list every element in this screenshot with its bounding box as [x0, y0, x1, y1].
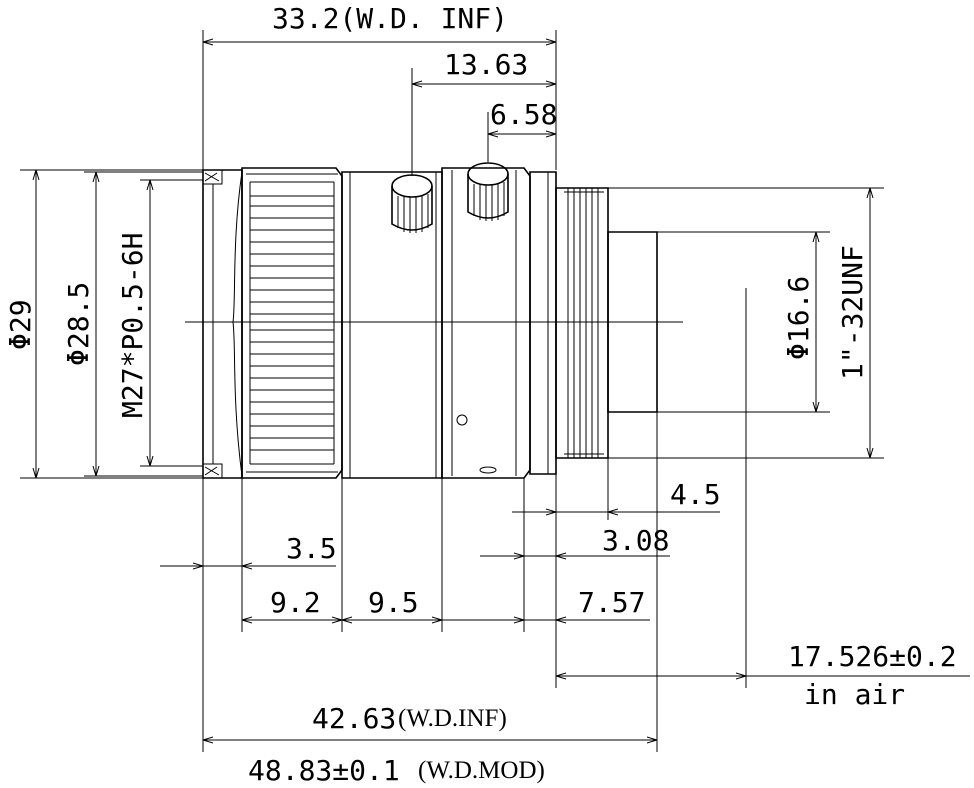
dim-wd-inf-top: 33.2(W.D. INF)	[272, 2, 508, 35]
dim-3-08: 3.08	[602, 524, 669, 557]
dim-total-mod-note: (W.D.MOD)	[418, 757, 545, 784]
dim-3-5: 3.5	[286, 532, 337, 565]
back-collar	[529, 171, 557, 475]
left-diameters	[20, 169, 203, 479]
front-mount	[202, 169, 243, 479]
dim-6-58: 6.58	[490, 98, 557, 131]
focus-ring	[241, 167, 343, 479]
bottom-dimensions	[160, 288, 970, 752]
dim-in-air: in air	[804, 678, 905, 711]
top-dimensions	[202, 30, 557, 176]
dim-4-5: 4.5	[670, 478, 721, 511]
focus-ring-grip	[246, 173, 338, 473]
c-mount-thread	[555, 187, 609, 459]
iris-lock-knob	[467, 162, 509, 221]
dim-total-mod-value: 48.83±0.1	[248, 754, 400, 787]
dim-thread-m27: M27*P0.5-6H	[116, 233, 149, 418]
dim-phi29: Φ29	[4, 299, 37, 350]
dim-phi16-6: Φ16.6	[782, 276, 815, 360]
lens-body	[185, 162, 683, 479]
dim-flange-distance: 17.526±0.2	[788, 640, 957, 673]
dim-9-5: 9.5	[368, 586, 419, 619]
dim-phi28-5: Φ28.5	[62, 282, 95, 366]
dim-total-inf-value: 42.63	[312, 702, 396, 735]
dim-total-inf-note: (W.D.INF)	[398, 705, 507, 732]
set-screw	[456, 414, 468, 426]
dim-1-32unf: 1"-32UNF	[836, 245, 869, 380]
dim-9-2: 9.2	[270, 586, 321, 619]
focus-lock-knob	[391, 174, 433, 233]
dim-13-63: 13.63	[444, 48, 528, 81]
dim-7-57: 7.57	[578, 586, 645, 619]
